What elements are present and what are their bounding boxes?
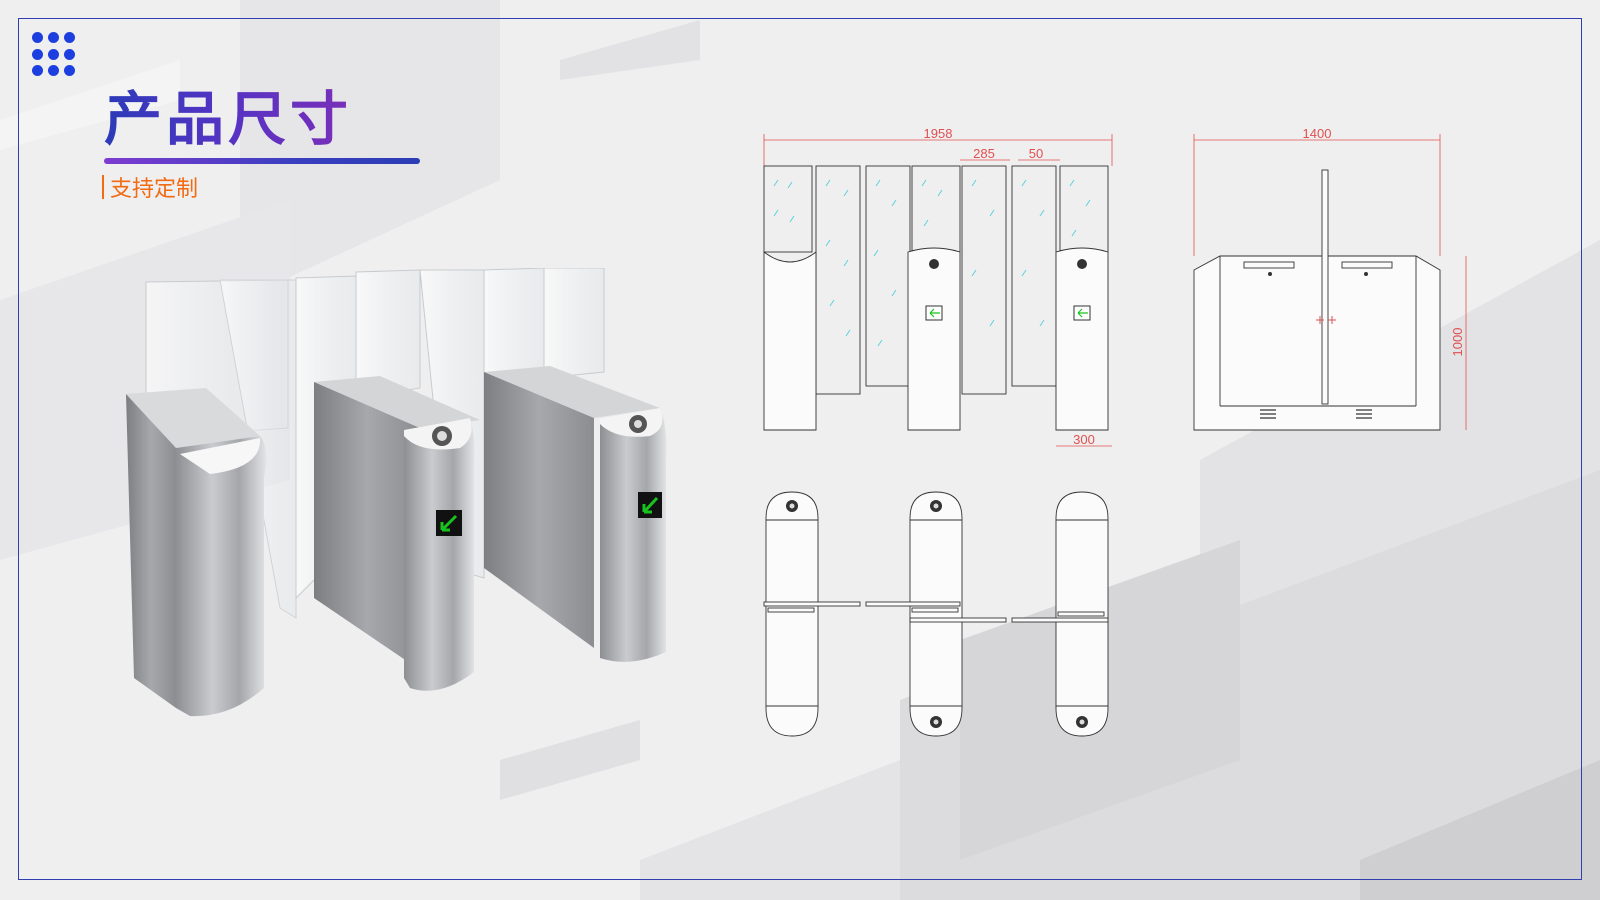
dimension-height: 1000: [1450, 328, 1465, 357]
title-underline: [104, 158, 420, 164]
slide-frame: [18, 18, 1582, 880]
front-view-drawing: 1958 285 50 300: [763, 126, 1113, 447]
dimension-cabinet: 300: [1073, 432, 1095, 447]
subtitle-text: 支持定制: [110, 177, 199, 202]
subtitle: 支持定制: [102, 171, 198, 203]
turnstile-product-image: [126, 268, 667, 717]
page-title: 产品尺寸: [104, 85, 353, 153]
dimension-gap: 285: [973, 146, 995, 161]
grid-dots-icon: [32, 32, 78, 78]
dimension-width: 1958: [924, 126, 953, 141]
dimension-glass: 50: [1029, 146, 1043, 161]
side-view-drawing: 1400 1000: [1193, 126, 1467, 431]
top-view-drawing: [763, 491, 1109, 737]
dimension-length: 1400: [1303, 126, 1332, 141]
